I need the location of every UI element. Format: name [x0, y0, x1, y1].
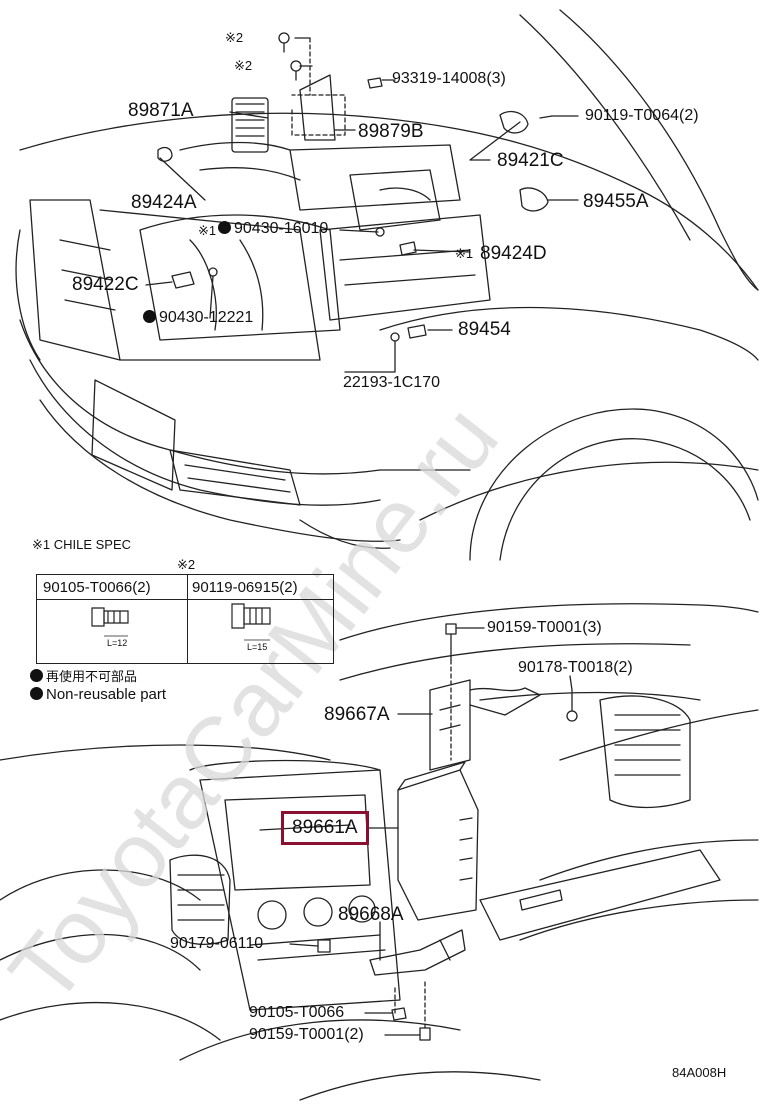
non-reusable-dot-icon: [30, 669, 43, 682]
part-label-90119-T0064: 90119-T0064(2): [585, 107, 699, 124]
part-number: 90430-12221: [159, 309, 254, 326]
bolt-length-2: L=15: [247, 642, 268, 652]
part-label-90159-T0001-3: 90159-T0001(3): [487, 619, 602, 636]
part-label-89871A: 89871A: [128, 100, 194, 121]
diagram-code: 84A008H: [672, 1065, 727, 1080]
part-label-89421C: 89421C: [497, 150, 564, 171]
legend-nonreusable-jp: 再使用不可部品: [30, 669, 137, 683]
note1-mark-90430-16010: ※1: [198, 223, 217, 238]
legend-text: 再使用不可部品: [46, 669, 138, 684]
part-label-22193-1C170: 22193-1C170: [343, 374, 440, 391]
bolt-illustrations: [91, 603, 271, 641]
part-label-90430-16010: 90430-16010: [218, 221, 328, 237]
bolt-table-col1-header: 90105-T0066(2): [43, 579, 151, 596]
interior-drawing: [0, 603, 759, 1101]
note1-mark: ※2: [225, 30, 244, 45]
table-note2-mark: ※2: [177, 557, 196, 572]
bolt-table-divider: [187, 575, 188, 663]
part-label-89454: 89454: [458, 319, 511, 340]
legend-text: Non-reusable part: [46, 686, 167, 703]
part-label-89668A: 89668A: [338, 904, 404, 925]
part-label-90105-T0066: 90105-T0066: [249, 1004, 345, 1021]
note1-mark-89424D: ※1: [455, 246, 474, 261]
note2-mark: ※2: [234, 58, 253, 73]
part-label-89422C: 89422C: [72, 274, 139, 295]
bolt-table-col2-header: 90119-06915(2): [192, 579, 298, 596]
part-label-89424D: 89424D: [480, 243, 547, 264]
part-label-89424A: 89424A: [131, 192, 197, 213]
part-label-90179-06110: 90179-06110: [170, 935, 264, 952]
part-label-89455A: 89455A: [583, 191, 649, 212]
part-label-89661A: 89661A: [292, 817, 358, 838]
non-reusable-dot-icon: [218, 221, 231, 234]
part-number: 90430-16010: [234, 220, 329, 237]
part-label-89667A: 89667A: [324, 704, 390, 725]
highlight-box: [281, 811, 369, 845]
non-reusable-dot-icon: [143, 310, 156, 323]
part-label-90178-T0018: 90178-T0018(2): [518, 659, 633, 676]
engine-bay-drawing: [15, 9, 759, 561]
part-label-89879B: 89879B: [358, 121, 424, 142]
part-label-90159-T0001-2: 90159-T0001(2): [249, 1026, 364, 1043]
part-label-93319-14008: 93319-14008(3): [392, 70, 506, 87]
part-label-90430-12221: 90430-12221: [143, 310, 253, 326]
bolt-table-header: [37, 575, 333, 600]
chile-spec-note: ※1 CHILE SPEC: [32, 537, 132, 552]
watermark: ToyotaCarMine.ru: [0, 387, 518, 1022]
bolt-table: 90105-T0066(2) 90119-06915(2) L=12 L=15: [36, 574, 334, 664]
bolt-length-1: L=12: [107, 638, 128, 648]
non-reusable-dot-icon: [30, 687, 43, 700]
legend-nonreusable-en: Non-reusable part: [30, 687, 166, 702]
